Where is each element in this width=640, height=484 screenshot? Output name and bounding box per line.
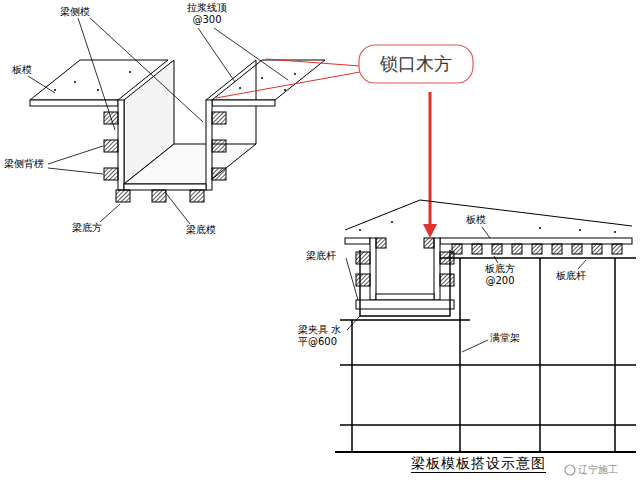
timber-batten [532, 244, 542, 254]
concrete-dot [579, 229, 581, 231]
timber-batten [104, 168, 118, 180]
timber-batten [572, 244, 582, 254]
lock-timber [376, 238, 386, 248]
concrete-dot [391, 221, 393, 223]
concrete-dot [97, 89, 99, 91]
part-label: 梁侧模 [60, 6, 90, 18]
slab-form [440, 238, 632, 244]
timber-batten [190, 190, 204, 202]
timber-batten [356, 238, 622, 286]
slab-form [345, 238, 370, 244]
concrete-dot [261, 77, 263, 79]
part-label: 梁侧背楞 [4, 158, 44, 170]
watermark: 辽宁施工 [578, 464, 618, 476]
concrete-dot [239, 87, 241, 89]
leader-line [346, 227, 586, 352]
concrete-dot [284, 89, 286, 91]
ground-line [335, 451, 636, 453]
part-label: 梁底模 [186, 224, 216, 236]
concrete-dot [129, 71, 131, 73]
timber-batten [440, 274, 454, 286]
beam-bottom-timber [356, 300, 454, 309]
part-label: 梁底方 [72, 222, 102, 234]
timber-batten [512, 244, 522, 254]
concrete-dots [54, 71, 296, 91]
beam-bottom-form [376, 294, 434, 300]
part-label: 梁夹具 水平@600 [298, 324, 348, 348]
concrete-dots [359, 221, 616, 233]
concrete-dot [359, 229, 361, 231]
beam-side-form [206, 100, 212, 190]
timber-batten [492, 244, 502, 254]
leader-line [28, 18, 288, 224]
concrete-dot [74, 81, 76, 83]
slab-form [212, 100, 275, 106]
beam-trough-detail [30, 60, 325, 202]
drawing-title: 梁板模板搭设示意图 [411, 455, 546, 473]
callout-text: 锁口木方 [380, 53, 452, 75]
timber-batten [152, 190, 166, 202]
part-label: 梁底杆 [306, 250, 336, 262]
part-label: 板模 [466, 214, 486, 226]
callout-bubble: 锁口木方 [358, 44, 474, 84]
timber-batten [116, 190, 130, 202]
timber-batten [552, 244, 562, 254]
timber-batten [212, 168, 226, 180]
timber-batten [212, 112, 226, 124]
beam-side-form [118, 100, 124, 190]
scaffold-standard [352, 258, 615, 452]
part-label: 板底方 @200 [478, 263, 522, 287]
part-label: 板底杆 [556, 270, 586, 282]
callout-arrow [429, 92, 432, 226]
slab-top-line [345, 200, 632, 230]
lock-timber [424, 238, 434, 248]
beam-side-form [434, 238, 440, 300]
timber-batten [472, 244, 482, 254]
beam-side-form [370, 238, 376, 300]
concrete-dot [294, 73, 296, 75]
watermark-icon [565, 465, 575, 475]
part-label: 满堂架 [490, 332, 520, 344]
timber-batten [356, 274, 370, 286]
concrete-dot [54, 89, 56, 91]
bubble-shape [359, 45, 473, 83]
timber-batten [104, 112, 226, 202]
timber-batten [104, 140, 118, 152]
bottom-form-face [124, 144, 256, 184]
slab-form [30, 100, 118, 106]
timber-batten [452, 244, 462, 254]
timber-batten [612, 244, 622, 254]
part-label: 板模 [12, 64, 32, 76]
part-label: 拉浆线顶 @300 [184, 2, 230, 26]
beam-bottom-form [124, 184, 206, 190]
scaffold-ledger [340, 258, 636, 425]
scaffold [335, 258, 636, 452]
timber-batten [212, 140, 226, 152]
slab-plane [30, 60, 325, 100]
timber-batten [356, 252, 370, 264]
timber-batten [592, 244, 602, 254]
arrow-head [423, 224, 437, 238]
callout-leader [216, 59, 360, 98]
beam-clamp [360, 250, 450, 316]
concrete-dot [614, 231, 616, 233]
concrete-dot [539, 227, 541, 229]
